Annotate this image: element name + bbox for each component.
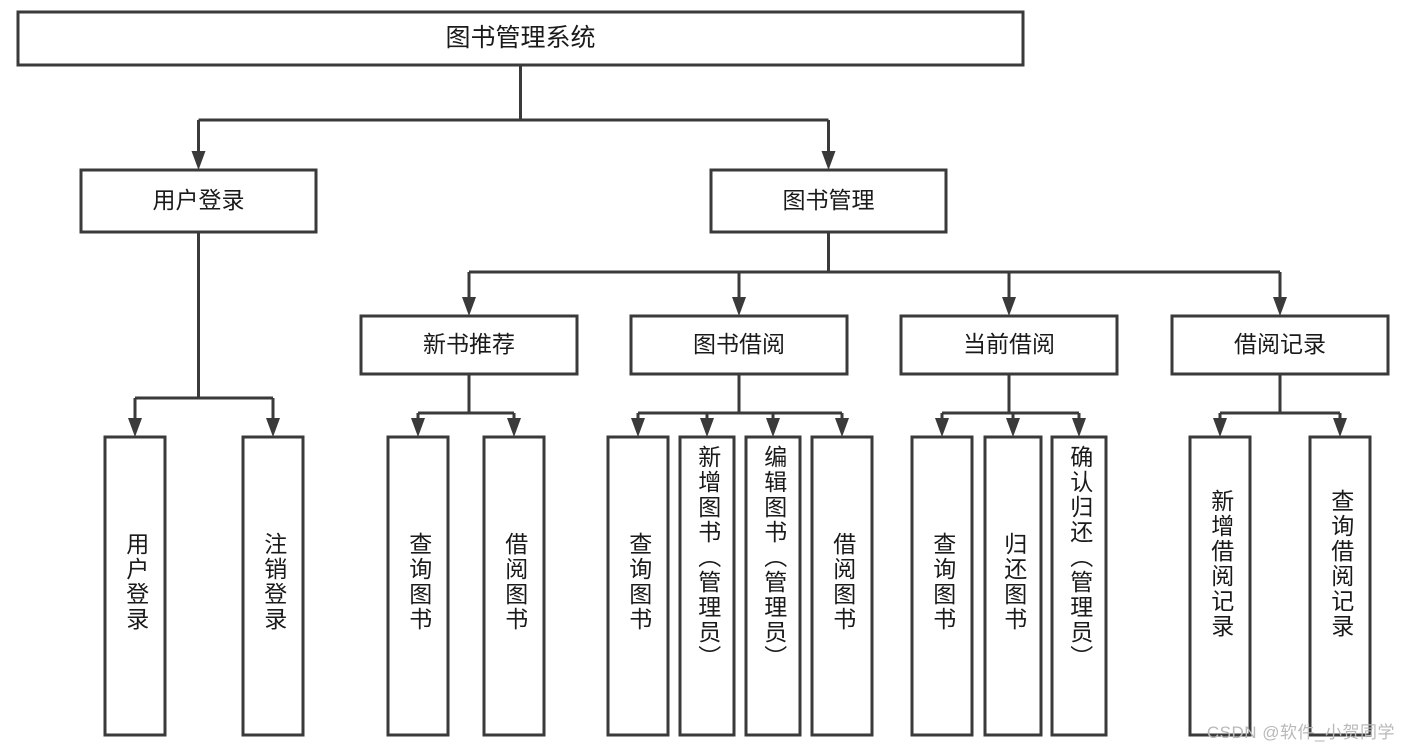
node-leaf-用户登录-0[interactable] xyxy=(103,435,167,737)
node-l2-图书管理-label: 图书管理 xyxy=(783,187,875,213)
node-leaf-确认归还管理员-10[interactable] xyxy=(1050,435,1108,737)
node-leaf-查询图书-8[interactable] xyxy=(910,435,974,737)
arrow-图书借阅-to-leaf-3 xyxy=(835,418,849,437)
arrow-当前借阅-to-leaf-1 xyxy=(1006,418,1020,437)
node-l3-图书借阅[interactable] xyxy=(629,314,849,376)
node-l3-当前借阅[interactable] xyxy=(899,314,1119,376)
node-root[interactable] xyxy=(16,10,1025,67)
arrow-当前借阅-to-leaf-0 xyxy=(935,418,949,437)
node-leaf-归还图书-9[interactable] xyxy=(983,435,1043,737)
arrow-用户登录-to-leaf-1 xyxy=(266,418,280,437)
node-leaf-新增图书管理员-5[interactable] xyxy=(678,435,736,737)
connectors-layer xyxy=(128,65,1347,437)
node-l3-当前借阅-label: 当前借阅 xyxy=(963,331,1055,357)
node-leaf-注销登录-1[interactable] xyxy=(241,435,305,737)
arrow-root-to-图书管理 xyxy=(821,151,836,170)
node-leaf-查询借阅记录-12[interactable] xyxy=(1308,435,1372,737)
arrow-books-to-当前借阅 xyxy=(1002,297,1016,316)
arrow-books-to-借阅记录 xyxy=(1273,297,1287,316)
node-l3-借阅记录-label: 借阅记录 xyxy=(1234,331,1326,357)
node-leaf-查询图书-4[interactable] xyxy=(606,435,670,737)
arrow-借阅记录-to-leaf-0 xyxy=(1213,418,1227,437)
node-l2-用户登录[interactable] xyxy=(79,168,318,234)
node-l2-用户登录-label: 用户登录 xyxy=(153,187,245,213)
node-l3-新书推荐-label: 新书推荐 xyxy=(423,331,515,357)
arrow-图书借阅-to-leaf-2 xyxy=(766,418,780,437)
node-leaf-编辑图书管理员-6[interactable] xyxy=(744,435,802,737)
node-leaf-新增借阅记录-11[interactable] xyxy=(1188,435,1252,737)
arrow-图书借阅-to-leaf-0 xyxy=(631,418,645,437)
arrow-用户登录-to-leaf-0 xyxy=(128,418,142,437)
node-leaf-查询图书-2[interactable] xyxy=(386,435,450,737)
node-l3-新书推荐[interactable] xyxy=(359,314,579,376)
boxes-layer xyxy=(16,10,1390,737)
arrow-books-to-图书借阅 xyxy=(732,297,746,316)
arrow-新书推荐-to-leaf-0 xyxy=(411,418,425,437)
node-leaf-借阅图书-3[interactable] xyxy=(482,435,546,737)
node-l3-借阅记录[interactable] xyxy=(1170,314,1390,376)
csdn-watermark: CSDN @软件_小贺同学 xyxy=(1206,723,1395,742)
node-l3-图书借阅-label: 图书借阅 xyxy=(693,331,785,357)
arrow-books-to-新书推荐 xyxy=(462,297,476,316)
arrow-借阅记录-to-leaf-1 xyxy=(1333,418,1347,437)
arrow-图书借阅-to-leaf-1 xyxy=(700,418,714,437)
arrow-root-to-用户登录 xyxy=(191,151,206,170)
arrow-当前借阅-to-leaf-2 xyxy=(1072,418,1086,437)
node-root-label: 图书管理系统 xyxy=(445,24,595,52)
node-leaf-借阅图书-7[interactable] xyxy=(810,435,874,737)
arrow-新书推荐-to-leaf-1 xyxy=(507,418,521,437)
node-l2-图书管理[interactable] xyxy=(709,168,948,234)
